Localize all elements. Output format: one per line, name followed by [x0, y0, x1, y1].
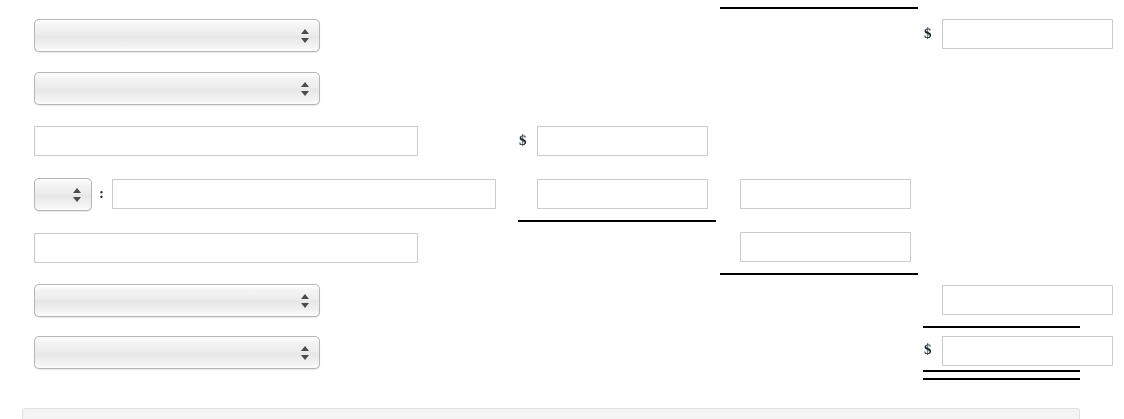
select-small-row-4[interactable] — [34, 178, 92, 211]
select-row-6[interactable] — [34, 284, 320, 317]
chevron-updown-icon — [301, 293, 310, 309]
input-col1-row5[interactable] — [34, 233, 418, 263]
select-row-2[interactable] — [34, 72, 320, 105]
colon-separator: : — [99, 186, 104, 202]
input-col1-row4[interactable] — [112, 179, 496, 209]
select-row-7[interactable] — [34, 336, 320, 369]
input-col3-row5[interactable] — [740, 232, 911, 262]
currency-symbol-col2-row3: $ — [519, 133, 527, 149]
rule-grand-total-right — [923, 370, 1080, 380]
input-col2-row4[interactable] — [537, 179, 708, 209]
chevron-updown-icon — [301, 81, 310, 97]
footer-panel — [22, 408, 1080, 419]
input-col3-row4[interactable] — [740, 179, 911, 209]
rule-subtotal-right — [923, 326, 1080, 328]
input-col4-row1-amount[interactable] — [942, 19, 1113, 49]
currency-symbol-col4-row7: $ — [924, 342, 932, 358]
input-col1-row3[interactable] — [34, 126, 418, 156]
chevron-updown-icon — [73, 187, 82, 203]
currency-symbol-col4-row1: $ — [924, 26, 932, 42]
rule-mid-col3 — [720, 273, 918, 275]
rule-mid-col2 — [518, 220, 716, 222]
input-col4-row7-total[interactable] — [942, 336, 1113, 366]
chevron-updown-icon — [301, 28, 310, 44]
select-row-1[interactable] — [34, 19, 320, 52]
input-col4-row6[interactable] — [942, 285, 1113, 315]
chevron-updown-icon — [301, 345, 310, 361]
rule-top-right — [720, 7, 918, 9]
input-col2-row3-amount[interactable] — [537, 126, 708, 156]
